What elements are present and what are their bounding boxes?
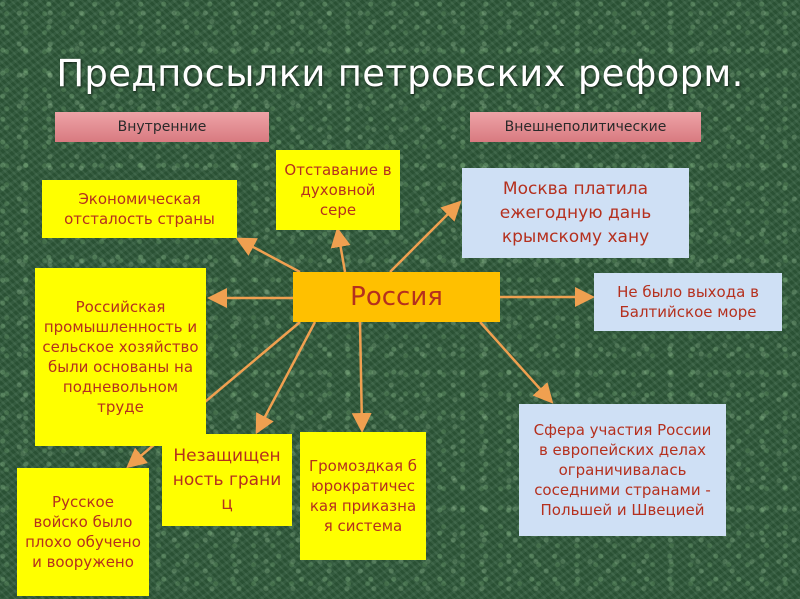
node-bureaucracy: Громоздкая бюрократическая приказная сис… [300, 432, 426, 560]
node-economic: Экономическая отсталость страны [42, 180, 237, 238]
header-internal: Внутренние [55, 112, 269, 142]
node-europe: Сфера участия России в европейских делах… [519, 404, 726, 536]
node-tribute: Москва платила ежегодную дань крымскому … [462, 168, 689, 258]
header-external: Внешнеполитические [470, 112, 701, 142]
node-borders: Незащищенность границ [162, 434, 292, 526]
arrow-to-borders [255, 321, 317, 435]
center-node-russia: Россия [293, 272, 500, 322]
arrow-to-tribute [389, 200, 462, 273]
page-title: Предпосылки петровских реформ. [56, 52, 744, 95]
arrow-to-economic [235, 237, 301, 274]
arrow-to-europe [479, 321, 554, 404]
arrow-to-lag-spiritual [330, 227, 351, 273]
node-baltic: Не было выхода в Балтийское море [594, 273, 782, 331]
node-army: Русское войско было плохо обучено и воор… [17, 468, 149, 596]
node-industry: Российская промышленность и сельское хоз… [35, 268, 206, 446]
arrow-to-bureaucracy [351, 321, 372, 433]
node-lag-spiritual: Отставание в духовной сере [276, 150, 400, 230]
